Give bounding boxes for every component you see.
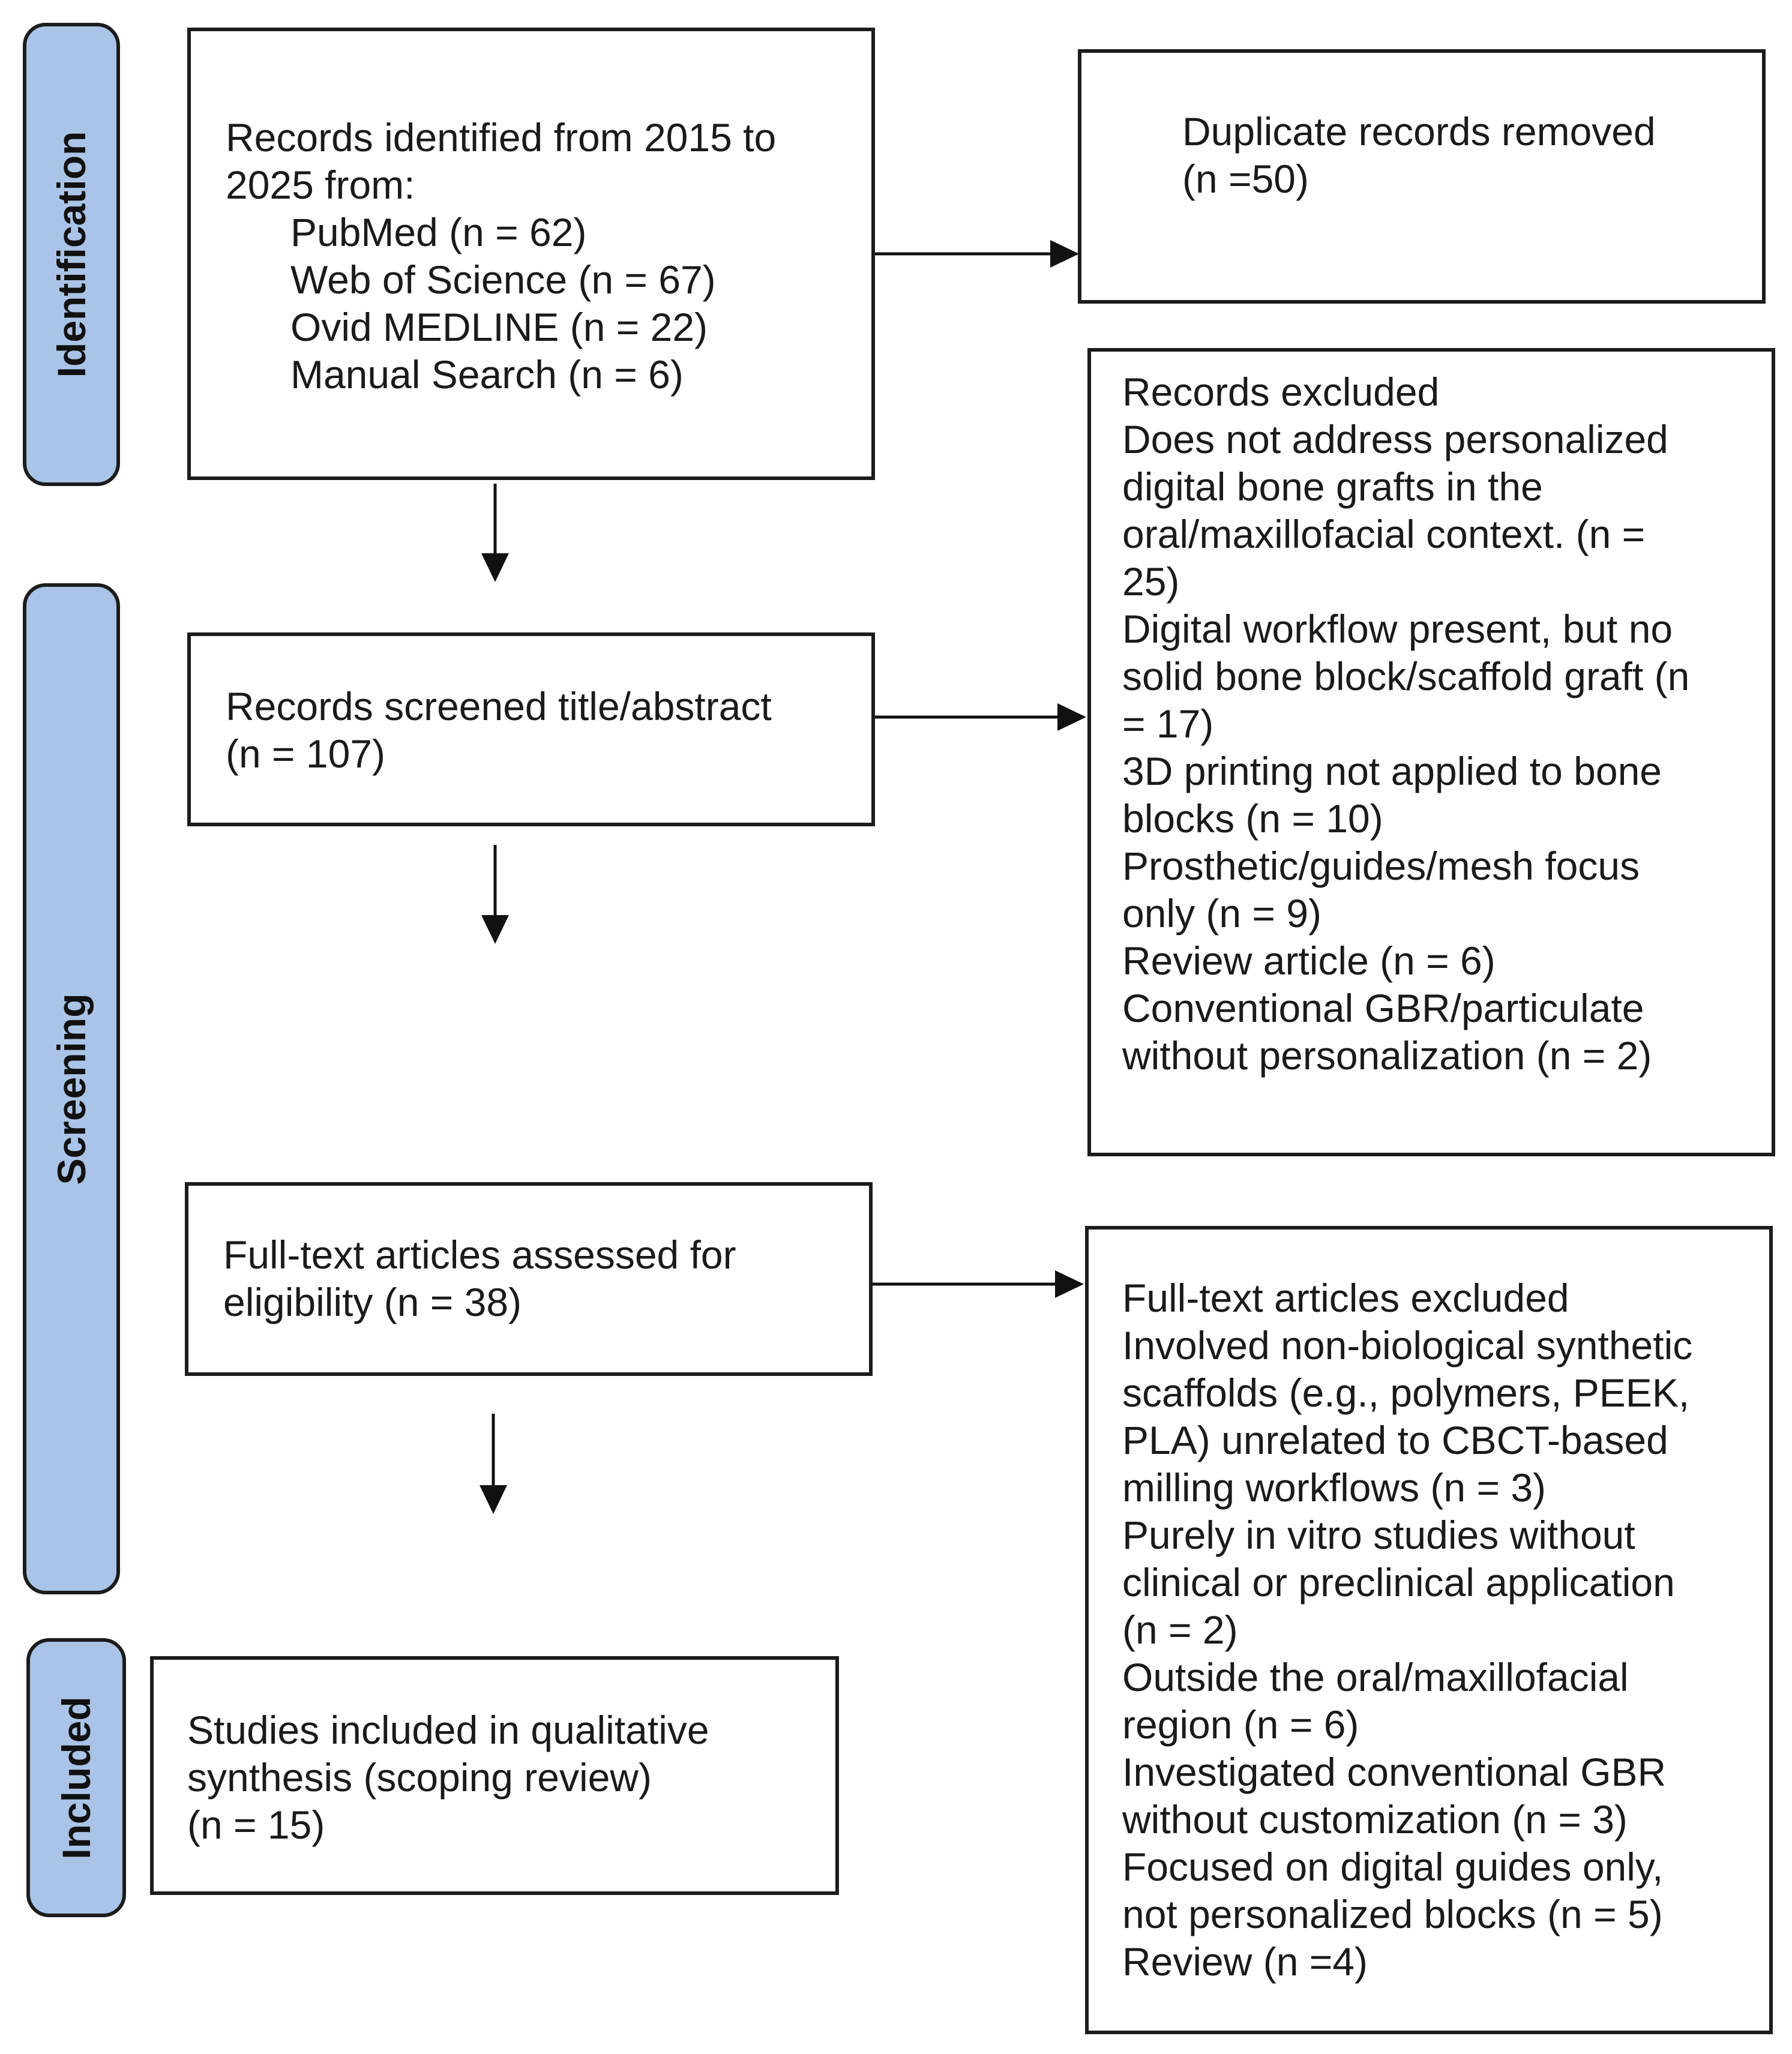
studies-included-box (150, 1656, 839, 1895)
fulltext-excluded-box (1085, 1226, 1773, 2034)
fulltext-assessed-text: Full-text articles assessed for eligibil… (223, 1231, 736, 1326)
records-excluded-box (1087, 348, 1775, 1156)
text-line: Records screened title/abstract (226, 684, 772, 728)
text-line: 2025 from: (226, 163, 415, 207)
text-line: PLA) unrelated to CBCT-based (1122, 1418, 1668, 1462)
text-line: Purely in vitro studies without (1122, 1513, 1635, 1557)
text-line: Does not address personalized (1122, 417, 1668, 461)
text-line: not personalized blocks (n = 5) (1122, 1892, 1663, 1936)
text-line: milling workflows (n = 3) (1122, 1465, 1547, 1510)
text-line: oral/maxillofacial context. (n = (1122, 512, 1646, 556)
text-line: without personalization (n = 2) (1122, 1033, 1652, 1078)
arrow-right-to-records-excluded (875, 703, 1086, 731)
text-line: 3D printing not applied to bone (1122, 749, 1662, 793)
text-line: Prosthetic/guides/mesh focus (1122, 844, 1640, 888)
text-line: synthesis (scoping review) (187, 1755, 652, 1800)
text-line: region (n = 6) (1122, 1702, 1359, 1747)
text-line: Digital workflow present, but no (1122, 607, 1673, 651)
text-line: scaffolds (e.g., polymers, PEEK, (1122, 1371, 1690, 1415)
text-line: clinical or preclinical application (1122, 1560, 1675, 1605)
text-line: Review (n =4) (1122, 1939, 1368, 1984)
arrow-right-to-duplicates (875, 240, 1079, 268)
studies-included-text: Studies included in qualitative synthesi… (187, 1707, 709, 1849)
text-line: Conventional GBR/particulate (1122, 986, 1644, 1030)
records-screened-box (187, 632, 875, 826)
records-excluded-text: Records excluded Does not address person… (1122, 368, 1689, 1080)
phase-identification: Identification (23, 23, 120, 486)
text-line: (n = 107) (226, 731, 385, 776)
text-line: only (n = 9) (1122, 891, 1321, 935)
text-line: = 17) (1122, 701, 1214, 746)
fulltext-excluded-text: Full-text articles excluded Involved non… (1122, 1275, 1692, 1986)
records-screened-text: Records screened title/abstract (n = 107… (226, 683, 772, 778)
text-line: (n =50) (1182, 157, 1309, 201)
text-line: Records excluded (1122, 370, 1440, 414)
text-line: Full-text articles assessed for (223, 1233, 736, 1277)
phase-included: Included (26, 1638, 126, 1917)
duplicates-text: Duplicate records removed (n =50) (1182, 108, 1656, 203)
arrow-right-to-fulltext-excluded (873, 1270, 1084, 1298)
text-line: blocks (n = 10) (1122, 796, 1383, 841)
source-web-of-science: Web of Science (n = 67) (290, 257, 716, 302)
source-pubmed: PubMed (n = 62) (290, 210, 587, 254)
source-ovid-medline: Ovid MEDLINE (n = 22) (290, 305, 708, 349)
text-line: Records identified from 2015 to (226, 115, 777, 160)
duplicates-removed-box (1078, 49, 1766, 304)
text-line: (n = 15) (187, 1803, 325, 1847)
text-line: (n = 2) (1122, 1608, 1238, 1652)
records-identified-text: Records identified from 2015 to 2025 fro… (226, 114, 776, 398)
arrow-down-fulltext-to-included (480, 1414, 507, 1514)
records-identified-box (187, 28, 875, 480)
text-line: Involved non-biological synthetic (1122, 1323, 1693, 1368)
text-line: Focused on digital guides only, (1122, 1845, 1664, 1889)
source-manual-search: Manual Search (n = 6) (290, 352, 684, 397)
text-line: solid bone block/scaffold graft (n (1122, 654, 1690, 698)
text-line: Review article (n = 6) (1122, 938, 1496, 983)
text-line: eligibility (n = 38) (223, 1280, 522, 1324)
fulltext-assessed-box (185, 1182, 873, 1376)
phase-screening: Screening (23, 583, 120, 1594)
text-line: Studies included in qualitative (187, 1708, 709, 1752)
text-line: Duplicate records removed (1182, 109, 1656, 154)
text-line: digital bone grafts in the (1122, 464, 1543, 509)
text-line: Investigated conventional GBR (1122, 1750, 1667, 1794)
text-line: Full-text articles excluded (1122, 1276, 1569, 1320)
arrow-down-screened-to-fulltext (481, 845, 509, 944)
text-line: Outside the oral/maxillofacial (1122, 1655, 1629, 1699)
text-line: without customization (n = 3) (1122, 1797, 1628, 1842)
text-line: 25) (1122, 559, 1180, 604)
arrow-down-identified-to-screened (481, 484, 509, 582)
